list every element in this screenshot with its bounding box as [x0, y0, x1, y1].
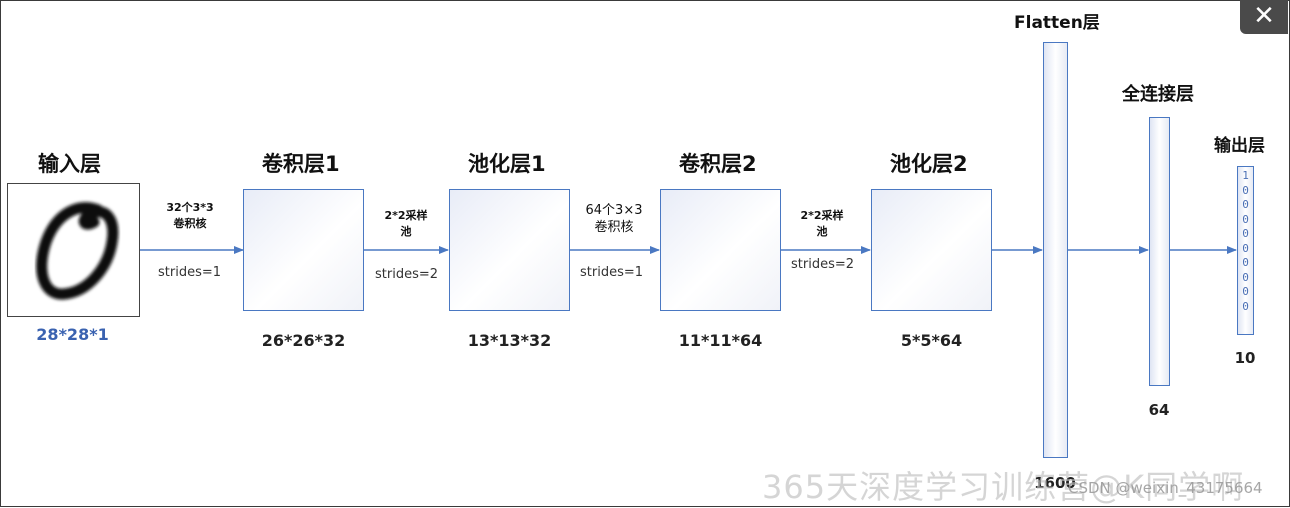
input-layer-dim: 28*28*1: [36, 325, 109, 344]
conv1-title: 卷积层1: [262, 152, 340, 176]
csdn-watermark: CSDN @weixin_43175664: [1068, 479, 1263, 497]
dense-dim: 64: [1148, 401, 1170, 419]
op3-label: 64个3×3 卷积核: [568, 202, 660, 236]
output-value: 0: [1242, 256, 1249, 269]
output-value: 0: [1242, 270, 1249, 284]
op4-line1: 2*2采样: [800, 209, 844, 222]
op1-line2: 卷积核: [173, 217, 207, 230]
pool2-title: 池化层2: [890, 152, 968, 176]
output-value: 0: [1242, 285, 1249, 298]
flatten-bar: [1043, 42, 1068, 458]
output-value: 0: [1242, 299, 1249, 313]
flatten-dim: 1600: [1034, 474, 1076, 492]
conv1-box: [243, 189, 364, 311]
output-value: 0: [1242, 241, 1249, 255]
pool1-dim: 13*13*32: [467, 331, 552, 350]
output-value: 0: [1242, 183, 1249, 197]
output-value: 0: [1242, 212, 1249, 226]
dense-bar: [1149, 117, 1170, 386]
output-title: 输出层: [1214, 136, 1265, 156]
input-image: [7, 183, 140, 317]
digit-zero-image: [36, 202, 119, 300]
op4-strides: strides=2: [791, 257, 855, 272]
conv2-box: [660, 189, 781, 311]
op3-line1: 64个3×3: [585, 203, 643, 218]
watermark-text: 365天深度学习训练营@K同学啊: [762, 468, 1245, 506]
output-value: 0: [1242, 227, 1249, 240]
pool1-title: 池化层1: [468, 152, 546, 176]
op4-line2: 池: [816, 225, 828, 238]
op3-line2: 卷积核: [594, 220, 634, 235]
flatten-title: Flatten层: [1014, 13, 1100, 33]
op4-label: 2*2采样 池: [781, 208, 863, 240]
op1-strides: strides=1: [158, 265, 222, 280]
op1-line1: 32个3*3: [166, 201, 214, 214]
output-value: 0: [1242, 198, 1249, 211]
op2-label: 2*2采样 池: [365, 208, 447, 240]
output-value: 1: [1242, 169, 1249, 182]
op3-strides: strides=1: [580, 265, 644, 280]
input-layer-title: 输入层: [38, 152, 101, 176]
close-button[interactable]: ✕: [1240, 0, 1288, 34]
conv2-title: 卷积层2: [679, 152, 757, 176]
conv1-dim: 26*26*32: [261, 331, 346, 350]
op2-strides: strides=2: [375, 267, 439, 282]
op2-line1: 2*2采样: [384, 209, 428, 222]
op1-label: 32个3*3 卷积核: [140, 200, 240, 232]
pool2-box: [871, 189, 992, 311]
output-dim: 10: [1234, 349, 1256, 367]
conv2-dim: 11*11*64: [678, 331, 763, 350]
pool2-dim: 5*5*64: [900, 331, 963, 350]
op2-line2: 池: [400, 225, 412, 238]
pool1-box: [449, 189, 570, 311]
dense-title: 全连接层: [1122, 84, 1194, 105]
